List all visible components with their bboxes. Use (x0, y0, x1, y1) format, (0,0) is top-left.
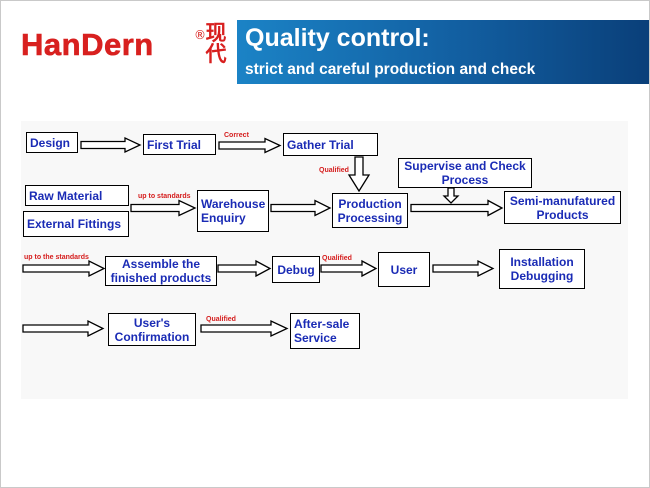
node-semi-manufatured: Semi-manufatured Products (504, 191, 621, 224)
arrow-to-users-confirmation (22, 319, 105, 338)
arrow-assemble-to-debug (217, 259, 272, 278)
slide-subtitle: strict and careful production and check (245, 61, 536, 78)
arrow-warehouse-to-production (270, 199, 332, 217)
header-bar (237, 20, 649, 84)
registered-mark: ® (194, 28, 206, 42)
node-warehouse-enquiry: Warehouse Enquiry (197, 190, 269, 232)
label-qualified-debug: Qualified (322, 255, 352, 262)
node-supervise-check: Supervise and Check Process (398, 158, 532, 188)
node-raw-material: Raw Material (25, 185, 129, 206)
node-gather-trial: Gather Trial (283, 133, 378, 156)
label-correct: Correct (224, 132, 249, 139)
arrow-first-trial-to-gather-trial (218, 137, 282, 154)
node-design: Design (26, 132, 78, 153)
logo-wordmark: HanDern (21, 27, 154, 62)
arrow-materials-to-warehouse (130, 199, 197, 217)
node-debug: Debug (272, 256, 320, 283)
node-user: User (378, 252, 430, 287)
arrow-supervise-down (442, 187, 460, 204)
node-external-fittings: External Fittings (23, 211, 129, 237)
label-qualified-confirmation: Qualified (206, 316, 236, 323)
label-up-to-standards: up to standards (138, 193, 191, 200)
node-production-processing: Production Processing (332, 193, 408, 228)
arrow-confirmation-to-after-sale (200, 319, 289, 338)
node-users-confirmation: User's Confirmation (108, 313, 196, 346)
label-qualified-gather: Qualified (319, 167, 349, 174)
node-installation-debugging: Installation Debugging (499, 249, 585, 289)
arrow-gather-trial-to-production (347, 156, 371, 193)
logo-chinese-characters: 现代 (205, 20, 227, 66)
arrow-to-assemble (22, 259, 106, 278)
node-after-sale: After-sale Service (290, 313, 360, 349)
arrow-design-to-first-trial (80, 136, 142, 154)
node-first-trial: First Trial (143, 134, 216, 155)
arrow-user-to-installation (432, 259, 495, 278)
arrow-production-to-semi (410, 199, 504, 217)
node-assemble: Assemble the finished products (105, 256, 217, 286)
slide-title: Quality control: (245, 24, 430, 52)
label-up-to-the-standards: up to the standards (24, 254, 89, 261)
arrow-debug-to-user (320, 259, 378, 278)
